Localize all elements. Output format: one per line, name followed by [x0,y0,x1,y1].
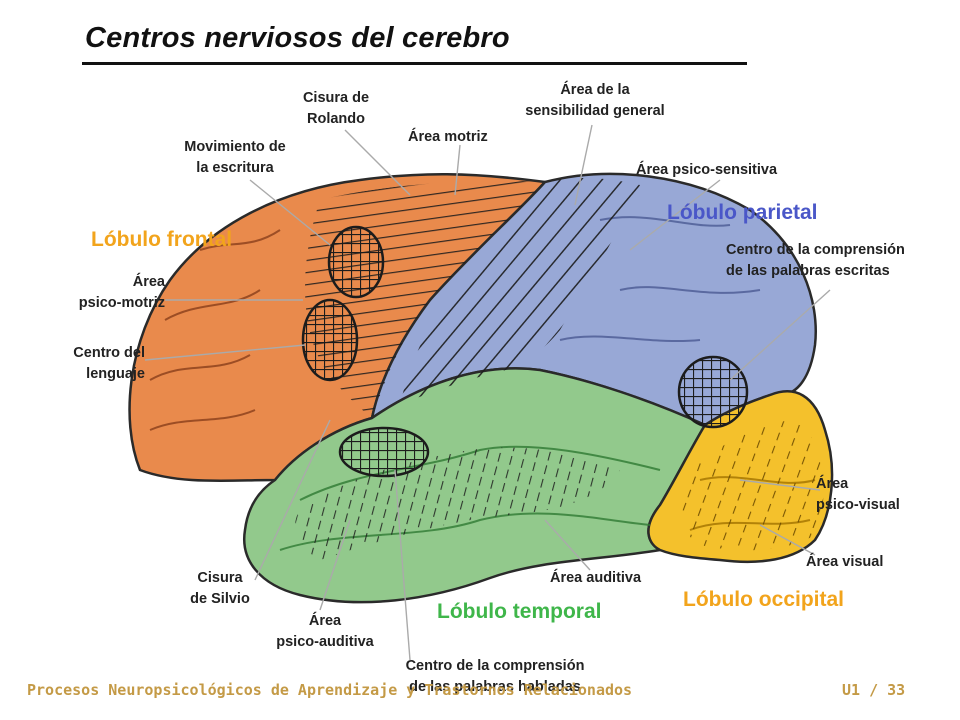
leader-lines [144,124,831,661]
language-center-grid [301,298,359,382]
label-area-auditiva: Área auditiva [550,570,642,586]
title-underline [82,62,747,65]
lobe-frontal-label: Lóbulo frontal [91,228,233,251]
footer-course-title: Procesos Neuropsicológicos de Aprendizaj… [27,681,633,699]
footer-page-number: U1 / 33 [842,681,906,699]
lobe-occipital-label: Lóbulo occipital [683,588,844,611]
reading-comprehension-grid [677,355,749,429]
sensory-area-hatch [400,178,640,405]
writing-center-grid [327,225,385,299]
visual-area-hatch [681,420,824,551]
hearing-comprehension-grid [338,426,430,478]
page-title: Centros nerviosos del cerebro [85,22,510,54]
label-area-visual: Área visual [806,554,884,570]
lobe-parietal-label: Lóbulo parietal [667,201,818,224]
label-area-motriz: Área motriz [408,129,488,145]
lobe-temporal-label: Lóbulo temporal [437,600,602,623]
frontal-gyri [149,229,281,431]
label-area-psico-sensitiva: Área psico-sensitiva [636,162,778,178]
